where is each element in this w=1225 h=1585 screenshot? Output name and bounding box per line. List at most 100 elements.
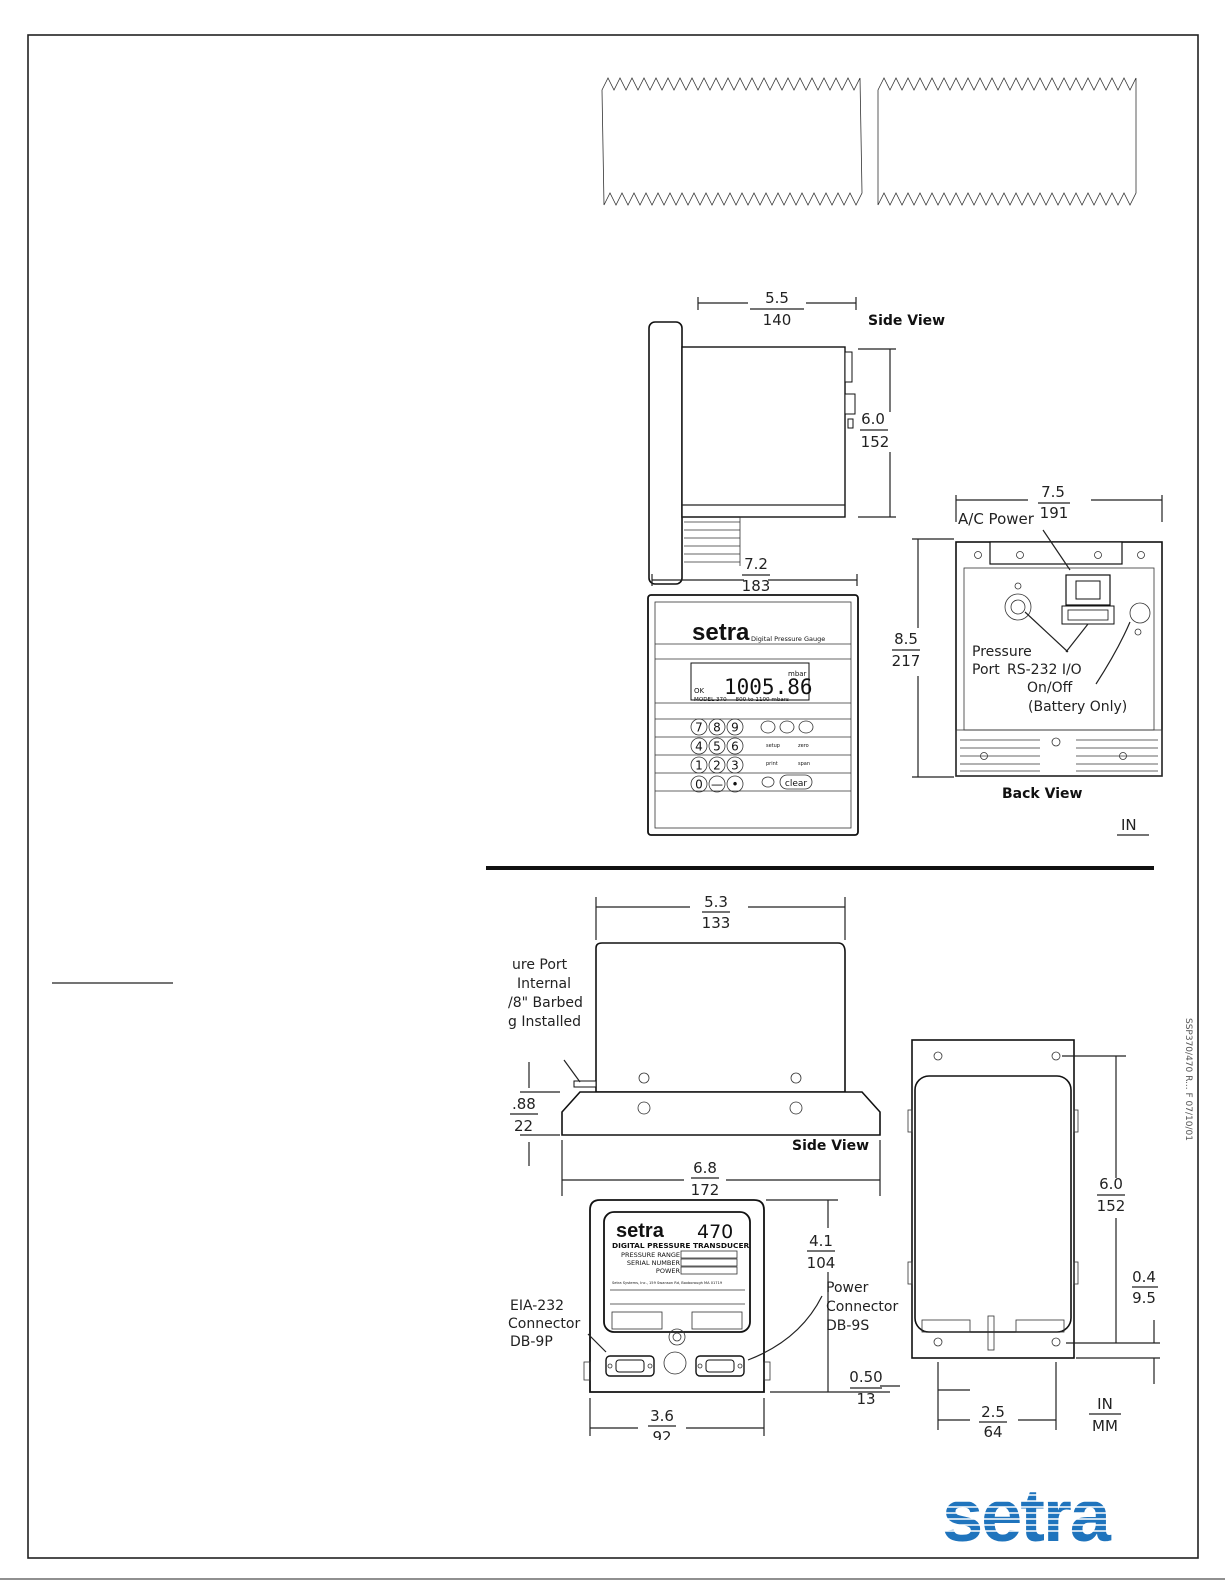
setra-logo: setra: [935, 1474, 1160, 1557]
dim-base-height-470: .88 22: [510, 1062, 560, 1166]
clear-key-label: clear: [785, 779, 808, 789]
page-border: [27, 34, 1199, 1559]
units-top: IN: [1097, 1395, 1113, 1413]
torn-box-right: [877, 77, 1137, 206]
plan-view-470: [907, 1039, 1079, 1359]
power-label-line1: Power: [826, 1280, 869, 1296]
right-height-mm: 152: [1097, 1197, 1126, 1215]
port-label-line4: g Installed: [508, 1014, 581, 1030]
setra-logo-text: setra: [942, 1474, 1112, 1557]
right-offset-mm: 9.5: [1132, 1289, 1156, 1307]
keypad-key-label-9: 0: [695, 778, 703, 792]
units-label-470: IN MM: [1089, 1395, 1121, 1435]
keypad-key-1: [708, 718, 726, 736]
pressure-port-label-line1: Pressure: [972, 644, 1032, 660]
keypad-key-label-8: 3: [731, 759, 739, 773]
plate-row-power: POWER: [656, 1267, 681, 1275]
keypad-key-4: [708, 737, 726, 755]
dim-bottom-offset-470: 0.50 13: [770, 1368, 900, 1408]
keypad-key-label-10: —: [711, 778, 723, 792]
front-view-470: setra 470 DIGITAL PRESSURE TRANSDUCER PR…: [583, 1199, 823, 1393]
side-view-470: [561, 942, 881, 1136]
gauge-reading: 1005.86: [724, 675, 813, 699]
gauge-subtitle: Digital Pressure Gauge: [751, 635, 825, 643]
eia-label-line3: DB-9P: [510, 1334, 553, 1350]
keypad-key-label-11: •: [731, 778, 738, 792]
torn-box-left: [601, 77, 863, 206]
fn-label-span: span: [798, 761, 810, 767]
gauge-model-line: MODEL 370 800 to 1100 mbars: [694, 697, 789, 703]
dim-front-width-470: 3.6 92: [589, 1398, 765, 1446]
keypad-key-label-6: 1: [695, 759, 703, 773]
dim-top-width-470: 5.3 133: [595, 893, 846, 940]
port-label-line1: ure Port: [512, 957, 568, 973]
front-view-370: setra Digital Pressure Gauge 1005.86 mba…: [647, 594, 859, 836]
keypad-key-10: [708, 775, 726, 793]
keypad-key-label-0: 7: [695, 721, 703, 735]
keypad-key-label-4: 5: [713, 740, 721, 754]
hole-spacing-in: 2.5: [981, 1403, 1005, 1421]
side-height-mm: 152: [861, 433, 890, 451]
drawing-470: 5.3 133 ure Port Internal /8" Barbed g I…: [470, 880, 1193, 1452]
side-height-in: 6.0: [861, 410, 885, 428]
gauge-brand: setra: [692, 619, 750, 646]
keypad-key-7: [708, 756, 726, 774]
base-width-mm: 172: [691, 1181, 720, 1199]
dim-front-width-370: 7.2 183: [651, 555, 858, 595]
plate-model: 470: [697, 1221, 733, 1243]
eia-label-line2: Connector: [508, 1316, 580, 1332]
eia-label-line1: EIA-232: [510, 1298, 564, 1314]
side-view-370: [648, 321, 856, 585]
keypad-key-6: [690, 756, 708, 774]
eia232-connector: [605, 1355, 655, 1377]
back-width-in: 7.5: [1041, 483, 1065, 501]
right-offset-in: 0.4: [1132, 1268, 1156, 1286]
plate-title: DIGITAL PRESSURE TRANSDUCER: [612, 1241, 750, 1250]
gauge-unit: mbar: [788, 670, 807, 678]
keypad-key-0: [690, 718, 708, 736]
keypad-key-8: [726, 756, 744, 774]
front-height-mm: 104: [807, 1254, 836, 1272]
ac-power-label: A/C Power: [958, 510, 1035, 528]
back-height-in: 8.5: [894, 630, 918, 648]
power-label-470: Power Connector DB-9S: [826, 1280, 898, 1334]
dim-base-width-470: 6.8 172: [561, 1140, 881, 1199]
depth-in: 5.5: [765, 289, 789, 307]
front-width-470-in: 3.6: [650, 1407, 674, 1425]
keypad-key-5: [726, 737, 744, 755]
eia-label-470: EIA-232 Connector DB-9P: [508, 1298, 580, 1350]
keypad-key-label-7: 2: [713, 759, 721, 773]
units-label-370: IN: [1121, 816, 1137, 834]
dim-front-height-470: 4.1 104: [766, 1199, 838, 1392]
keypad-key-2: [726, 718, 744, 736]
plate-row-serial: SERIAL NUMBER: [627, 1259, 681, 1267]
battery-label: (Battery Only): [1028, 699, 1127, 715]
gauge-status: OK: [694, 687, 705, 695]
base-height-mm: 22: [514, 1117, 533, 1135]
front-height-in: 4.1: [809, 1232, 833, 1250]
back-width-mm: 191: [1040, 504, 1069, 522]
dim-depth-370: 5.5 140: [697, 289, 857, 329]
back-view-370: [955, 529, 1163, 777]
dim-back-width-370: 7.5 191: [955, 483, 1163, 522]
plate-brand: setra: [616, 1220, 665, 1242]
port-label-470: ure Port Internal /8" Barbed g Installed: [508, 957, 583, 1030]
keypad-key-3: [690, 737, 708, 755]
dim-right-offset-470: 0.4 9.5: [1076, 1268, 1160, 1384]
power-connector: [695, 1355, 745, 1377]
top-width-mm: 133: [702, 914, 731, 932]
units-bottom: MM: [1092, 1417, 1118, 1435]
dim-hole-spacing-470: 2.5 64: [937, 1362, 1057, 1441]
front-width-in: 7.2: [744, 555, 768, 573]
keypad-key-label-5: 6: [731, 740, 739, 754]
top-width-in: 5.3: [704, 893, 728, 911]
keypad-key-11: [726, 775, 744, 793]
onoff-label: On/Off: [1027, 680, 1073, 696]
front-width-mm: 183: [742, 577, 771, 595]
keypad-key-9: [690, 775, 708, 793]
base-height-in: .88: [512, 1095, 536, 1113]
port-label-line2: Internal: [517, 976, 571, 992]
depth-mm: 140: [763, 311, 792, 329]
keypad-key-label-2: 9: [731, 721, 739, 735]
